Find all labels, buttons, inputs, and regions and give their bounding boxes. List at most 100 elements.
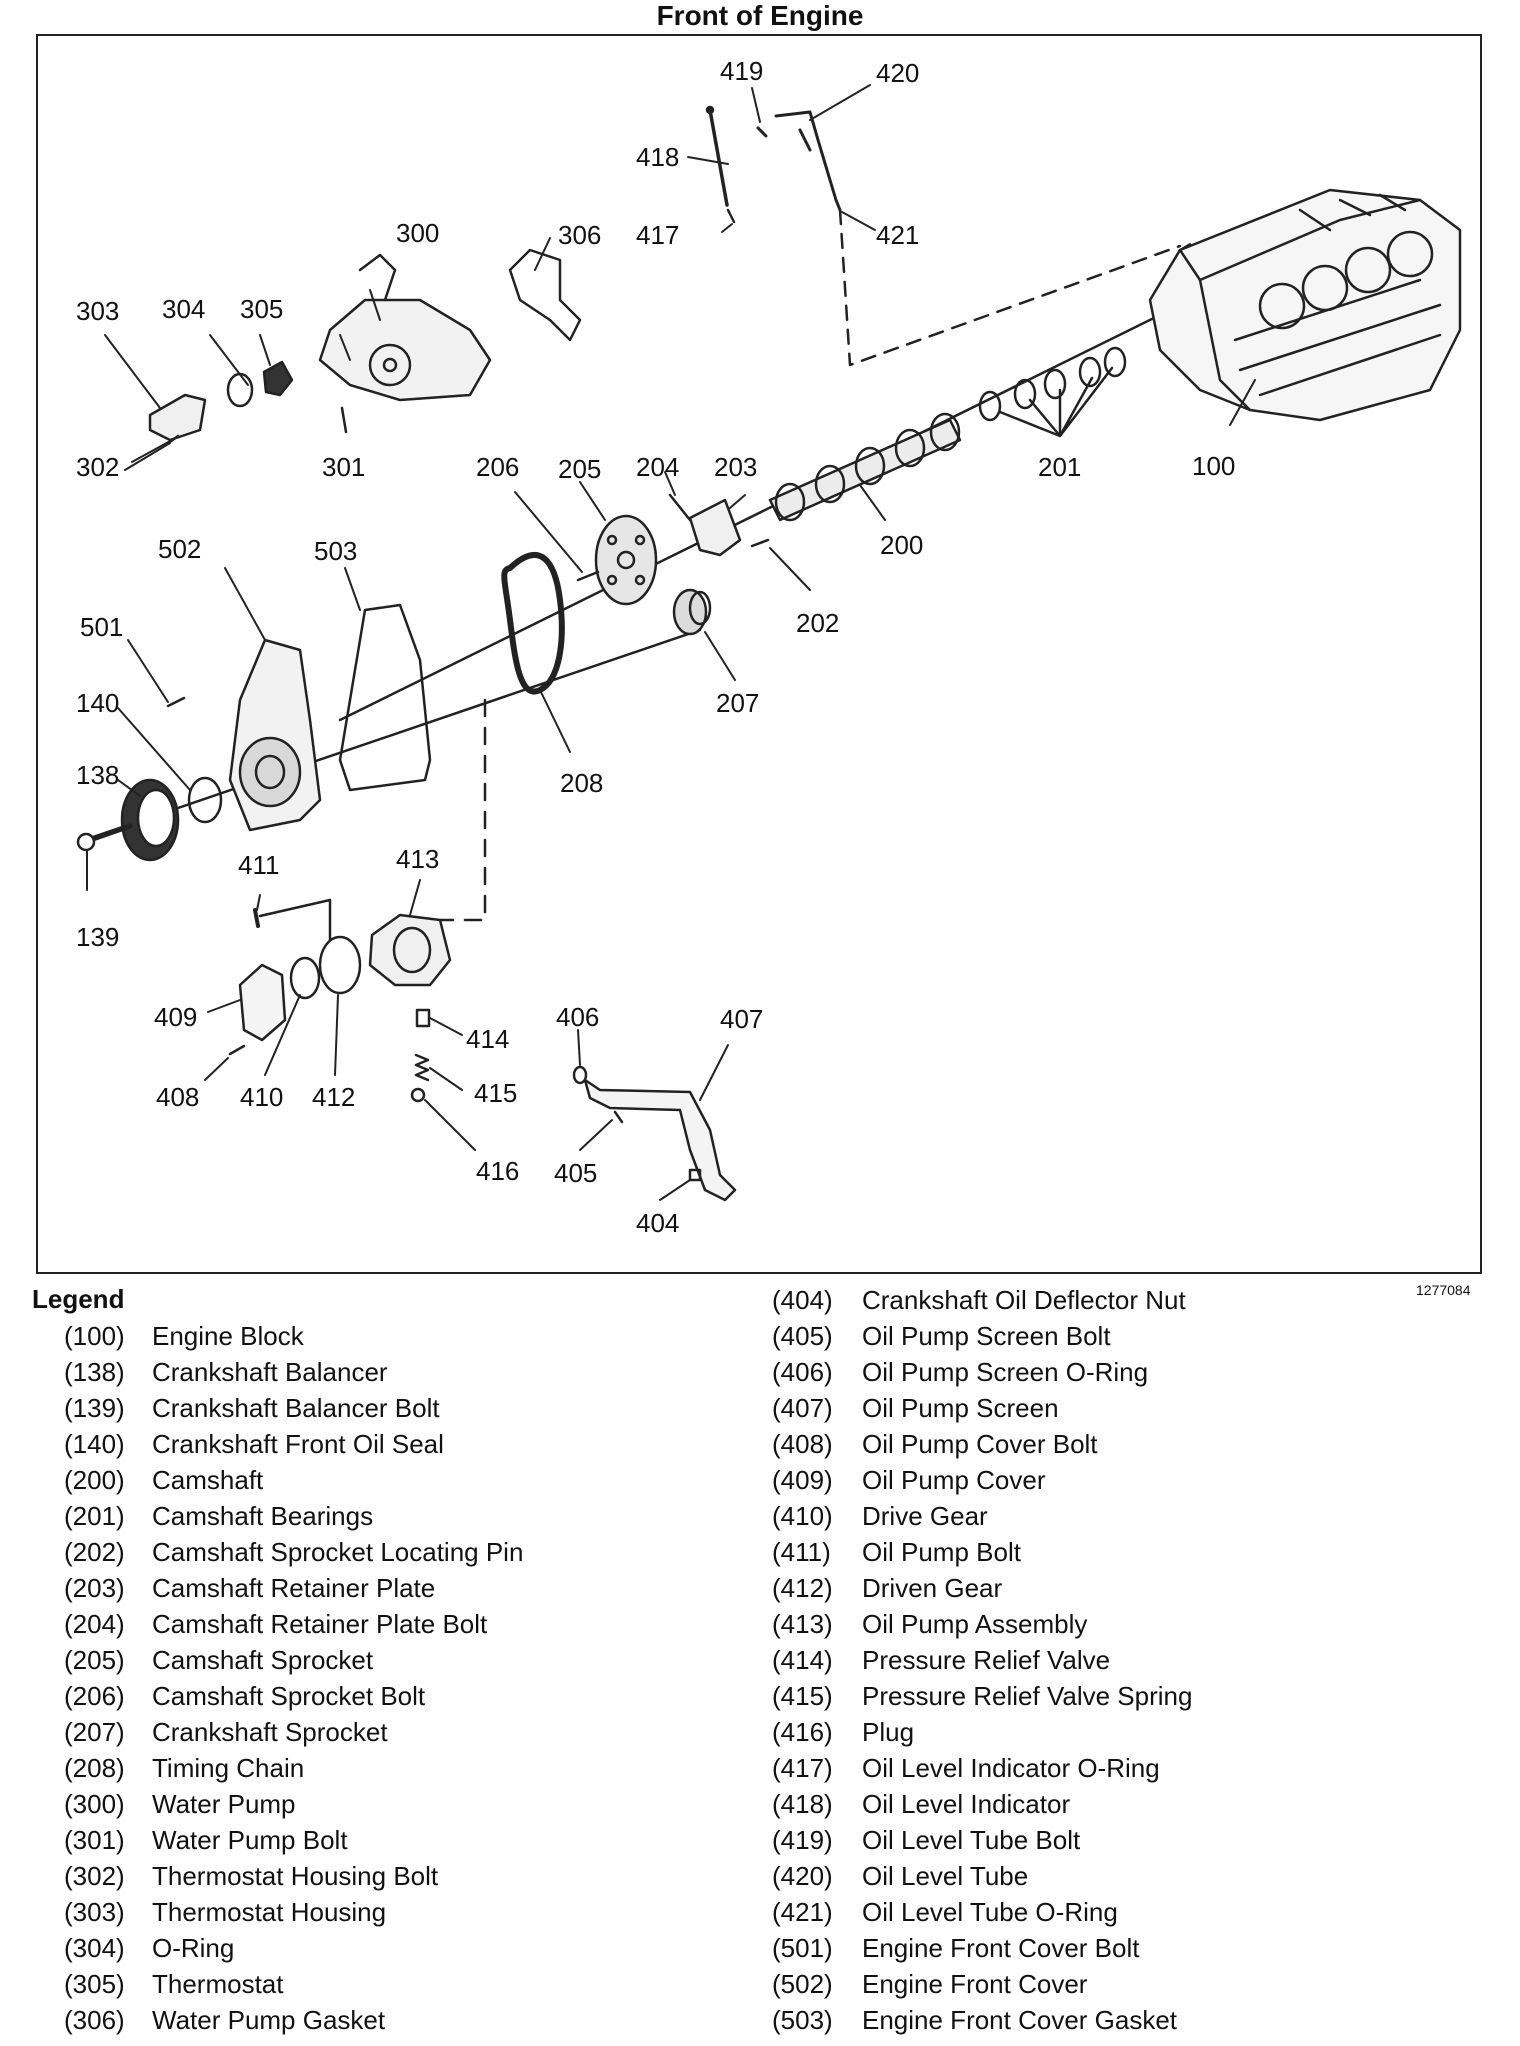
legend-item-name: Thermostat Housing bbox=[152, 1897, 387, 1927]
legend-item-name: Pressure Relief Valve bbox=[862, 1645, 1111, 1675]
legend-item: (419)Oil Level Tube Bolt bbox=[772, 1822, 1192, 1858]
relief-valve-spring-part bbox=[414, 1053, 430, 1082]
legend-item-number: (302) bbox=[64, 1861, 125, 1891]
engine-block-part bbox=[1148, 188, 1462, 422]
oil-pump-cover-part bbox=[238, 963, 287, 1042]
o-ring-part bbox=[226, 372, 254, 408]
legend-item: (205)Camshaft Sprocket bbox=[64, 1642, 523, 1678]
legend-item-number: (408) bbox=[772, 1429, 833, 1459]
oil-pump-cover-bolt-part bbox=[228, 1044, 246, 1056]
legend-item-name: Oil Pump Cover Bolt bbox=[862, 1429, 1098, 1459]
callout-503: 503 bbox=[314, 536, 357, 566]
legend-item: (413)Oil Pump Assembly bbox=[772, 1606, 1192, 1642]
legend-item: (410)Drive Gear bbox=[772, 1498, 1192, 1534]
legend-item-name: Oil Level Indicator O-Ring bbox=[862, 1753, 1160, 1783]
thermostat-part bbox=[262, 360, 294, 397]
callout-201: 201 bbox=[1038, 452, 1081, 482]
legend-item-number: (418) bbox=[772, 1789, 833, 1819]
legend-item-name: Camshaft Bearings bbox=[152, 1501, 374, 1531]
legend-item-name: Crankshaft Front Oil Seal bbox=[152, 1429, 444, 1459]
legend-item-number: (100) bbox=[64, 1321, 125, 1351]
callout-405: 405 bbox=[554, 1158, 597, 1188]
legend-right-list: (404)Crankshaft Oil Deflector Nut(405)Oi… bbox=[772, 1282, 1192, 2038]
callout-303: 303 bbox=[76, 296, 119, 326]
callout-502: 502 bbox=[158, 534, 201, 564]
callout-416: 416 bbox=[476, 1156, 519, 1186]
legend-item-name: Oil Pump Bolt bbox=[862, 1537, 1021, 1567]
oil-pump-bolt-part bbox=[253, 908, 260, 928]
camshaft-sprocket-part bbox=[594, 514, 658, 606]
legend-item-name: Camshaft Retainer Plate Bolt bbox=[152, 1609, 488, 1639]
legend-item-number: (406) bbox=[772, 1357, 833, 1387]
diagram-title: Front of Engine bbox=[656, 0, 864, 31]
legend-item-number: (140) bbox=[64, 1429, 125, 1459]
callout-200: 200 bbox=[880, 530, 923, 560]
legend-item-number: (207) bbox=[64, 1717, 125, 1747]
legend-item: (503)Engine Front Cover Gasket bbox=[772, 2002, 1192, 2038]
legend-item-name: Water Pump Gasket bbox=[152, 2005, 386, 2035]
callout-100: 100 bbox=[1192, 451, 1235, 481]
retainer-bolt-part bbox=[668, 493, 692, 522]
legend-item-name: Camshaft Retainer Plate bbox=[152, 1573, 436, 1603]
legend-item-number: (138) bbox=[64, 1357, 125, 1387]
oil-level-tube-bolt-part bbox=[756, 126, 768, 138]
timing-chain-part bbox=[501, 552, 565, 695]
legend-item: (100) Engine Block bbox=[64, 1318, 523, 1354]
callout-420: 420 bbox=[876, 58, 919, 88]
legend-item-number: (410) bbox=[772, 1501, 833, 1531]
legend-item-number: (414) bbox=[772, 1645, 833, 1675]
callout-415: 415 bbox=[474, 1078, 517, 1108]
legend-item: (501)Engine Front Cover Bolt bbox=[772, 1930, 1192, 1966]
camshaft-locating-pin-part bbox=[750, 538, 770, 548]
callout-417: 417 bbox=[636, 220, 679, 250]
callout-406: 406 bbox=[556, 1002, 599, 1032]
legend-item-number: (201) bbox=[64, 1501, 125, 1531]
legend-item-number: (412) bbox=[772, 1573, 833, 1603]
legend-item-number: (405) bbox=[772, 1321, 833, 1351]
legend-item: (417)Oil Level Indicator O-Ring bbox=[772, 1750, 1192, 1786]
legend-item: (206)Camshaft Sprocket Bolt bbox=[64, 1678, 523, 1714]
legend-item-name: Oil Level Indicator bbox=[862, 1789, 1071, 1819]
legend-item: (301)Water Pump Bolt bbox=[64, 1822, 523, 1858]
legend-item: (203)Camshaft Retainer Plate bbox=[64, 1570, 523, 1606]
legend-item-name: Oil Pump Screen Bolt bbox=[862, 1321, 1111, 1351]
camshaft-retainer-plate-part bbox=[688, 498, 742, 557]
callout-207: 207 bbox=[716, 688, 759, 718]
legend-item: (304)O-Ring bbox=[64, 1930, 523, 1966]
legend-item-number: (204) bbox=[64, 1609, 125, 1639]
legend-item-number: (306) bbox=[64, 2005, 125, 2035]
legend-item: (414) Pressure Relief Valve bbox=[772, 1642, 1192, 1678]
legend-item-name: Engine Block bbox=[152, 1321, 304, 1351]
front-oil-seal-part bbox=[187, 776, 223, 824]
legend-item-number: (305) bbox=[64, 1969, 125, 1999]
callout-204: 204 bbox=[636, 452, 679, 482]
crankshaft-balancer-part bbox=[120, 778, 180, 862]
legend-item: (412)Driven Gear bbox=[772, 1570, 1192, 1606]
legend-item-number: (415) bbox=[772, 1681, 833, 1711]
callout-306: 306 bbox=[558, 220, 601, 250]
legend-item-number: (202) bbox=[64, 1537, 125, 1567]
legend-item-number: (421) bbox=[772, 1897, 833, 1927]
thermostat-housing-part bbox=[148, 393, 207, 442]
crank-axis-line bbox=[88, 628, 702, 840]
legend-item-name: Water Pump Bolt bbox=[152, 1825, 348, 1855]
legend-title: Legend bbox=[32, 1284, 125, 1314]
legend-item: (420)Oil Level Tube bbox=[772, 1858, 1192, 1894]
legend-item-name: Camshaft bbox=[152, 1465, 264, 1495]
legend-item: (305) Thermostat bbox=[64, 1966, 523, 2002]
legend-item-name: Thermostat bbox=[152, 1969, 284, 1999]
legend-item-number: (407) bbox=[772, 1393, 833, 1423]
legend-item-name: Oil Level Tube Bolt bbox=[862, 1825, 1081, 1855]
legend-item: (418) Oil Level Indicator bbox=[772, 1786, 1192, 1822]
callout-408: 408 bbox=[156, 1082, 199, 1112]
legend-item-number: (411) bbox=[772, 1537, 831, 1567]
callout-304: 304 bbox=[162, 294, 205, 324]
legend-item-name: Thermostat Housing Bolt bbox=[152, 1861, 439, 1891]
sprocket-bolt-part bbox=[576, 570, 600, 582]
oil-level-tube-part bbox=[774, 110, 842, 212]
screen-oring-part bbox=[572, 1065, 588, 1085]
legend-item-name: Oil Pump Screen bbox=[862, 1393, 1059, 1423]
callout-421: 421 bbox=[876, 220, 919, 250]
plug-part bbox=[410, 1087, 426, 1103]
legend-item-number: (409) bbox=[772, 1465, 833, 1495]
